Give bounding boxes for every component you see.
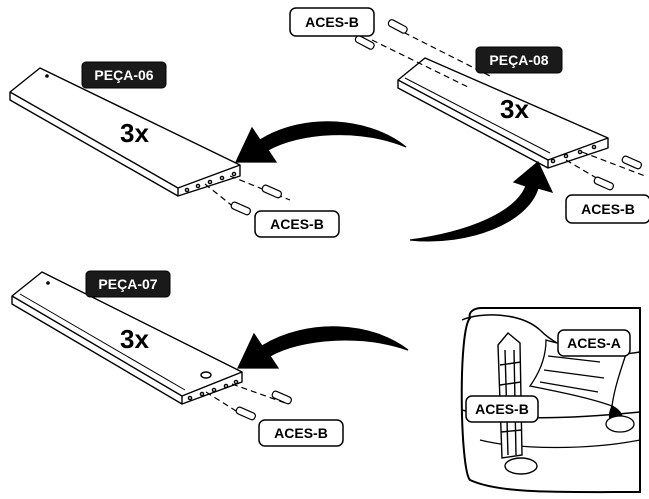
panel-peca-06 xyxy=(9,67,241,197)
tag-aces-b-07-text: ACES-B xyxy=(274,425,328,441)
tag-peca-08-text: PEÇA-08 xyxy=(489,52,548,68)
detail-inset: ACES-A ACES-B xyxy=(460,307,641,494)
arrow-to-peca-07 xyxy=(237,326,409,369)
dowels-peca-08-top xyxy=(354,19,491,89)
dowels-peca-07 xyxy=(205,383,292,421)
tag-peca-07-text: PEÇA-07 xyxy=(98,276,157,292)
tag-aces-b-06-text: ACES-B xyxy=(270,216,324,232)
tag-peca-07: PEÇA-07 xyxy=(85,270,171,298)
arrow-to-peca-06 xyxy=(235,121,407,163)
qty-peca-07: 3x xyxy=(120,324,149,354)
panel-peca-08 xyxy=(397,57,609,169)
tag-detail-aces-a-text: ACES-A xyxy=(567,335,621,351)
tag-detail-aces-b-text: ACES-B xyxy=(475,401,529,417)
tag-detail-aces-b: ACES-B xyxy=(465,395,539,423)
tag-peca-06: PEÇA-06 xyxy=(81,61,167,89)
tag-peca-08: PEÇA-08 xyxy=(475,46,563,74)
tag-aces-b-08: ACES-B xyxy=(565,194,649,224)
tag-aces-b-06: ACES-B xyxy=(254,210,340,238)
qty-peca-06: 3x xyxy=(120,118,149,148)
tag-aces-b-top: ACES-B xyxy=(289,7,375,37)
panel-peca-07 xyxy=(11,271,243,405)
tag-aces-b-08-text: ACES-B xyxy=(581,201,635,217)
arrow-to-peca-08 xyxy=(409,161,554,242)
dowels-peca-06 xyxy=(204,175,291,216)
dowels-peca-08-bottom xyxy=(565,151,646,191)
tag-detail-aces-a: ACES-A xyxy=(557,329,631,357)
qty-peca-08: 3x xyxy=(500,94,529,124)
tag-aces-b-top-text: ACES-B xyxy=(305,14,359,30)
tag-aces-b-07: ACES-B xyxy=(258,419,344,447)
tag-peca-06-text: PEÇA-06 xyxy=(94,67,153,83)
